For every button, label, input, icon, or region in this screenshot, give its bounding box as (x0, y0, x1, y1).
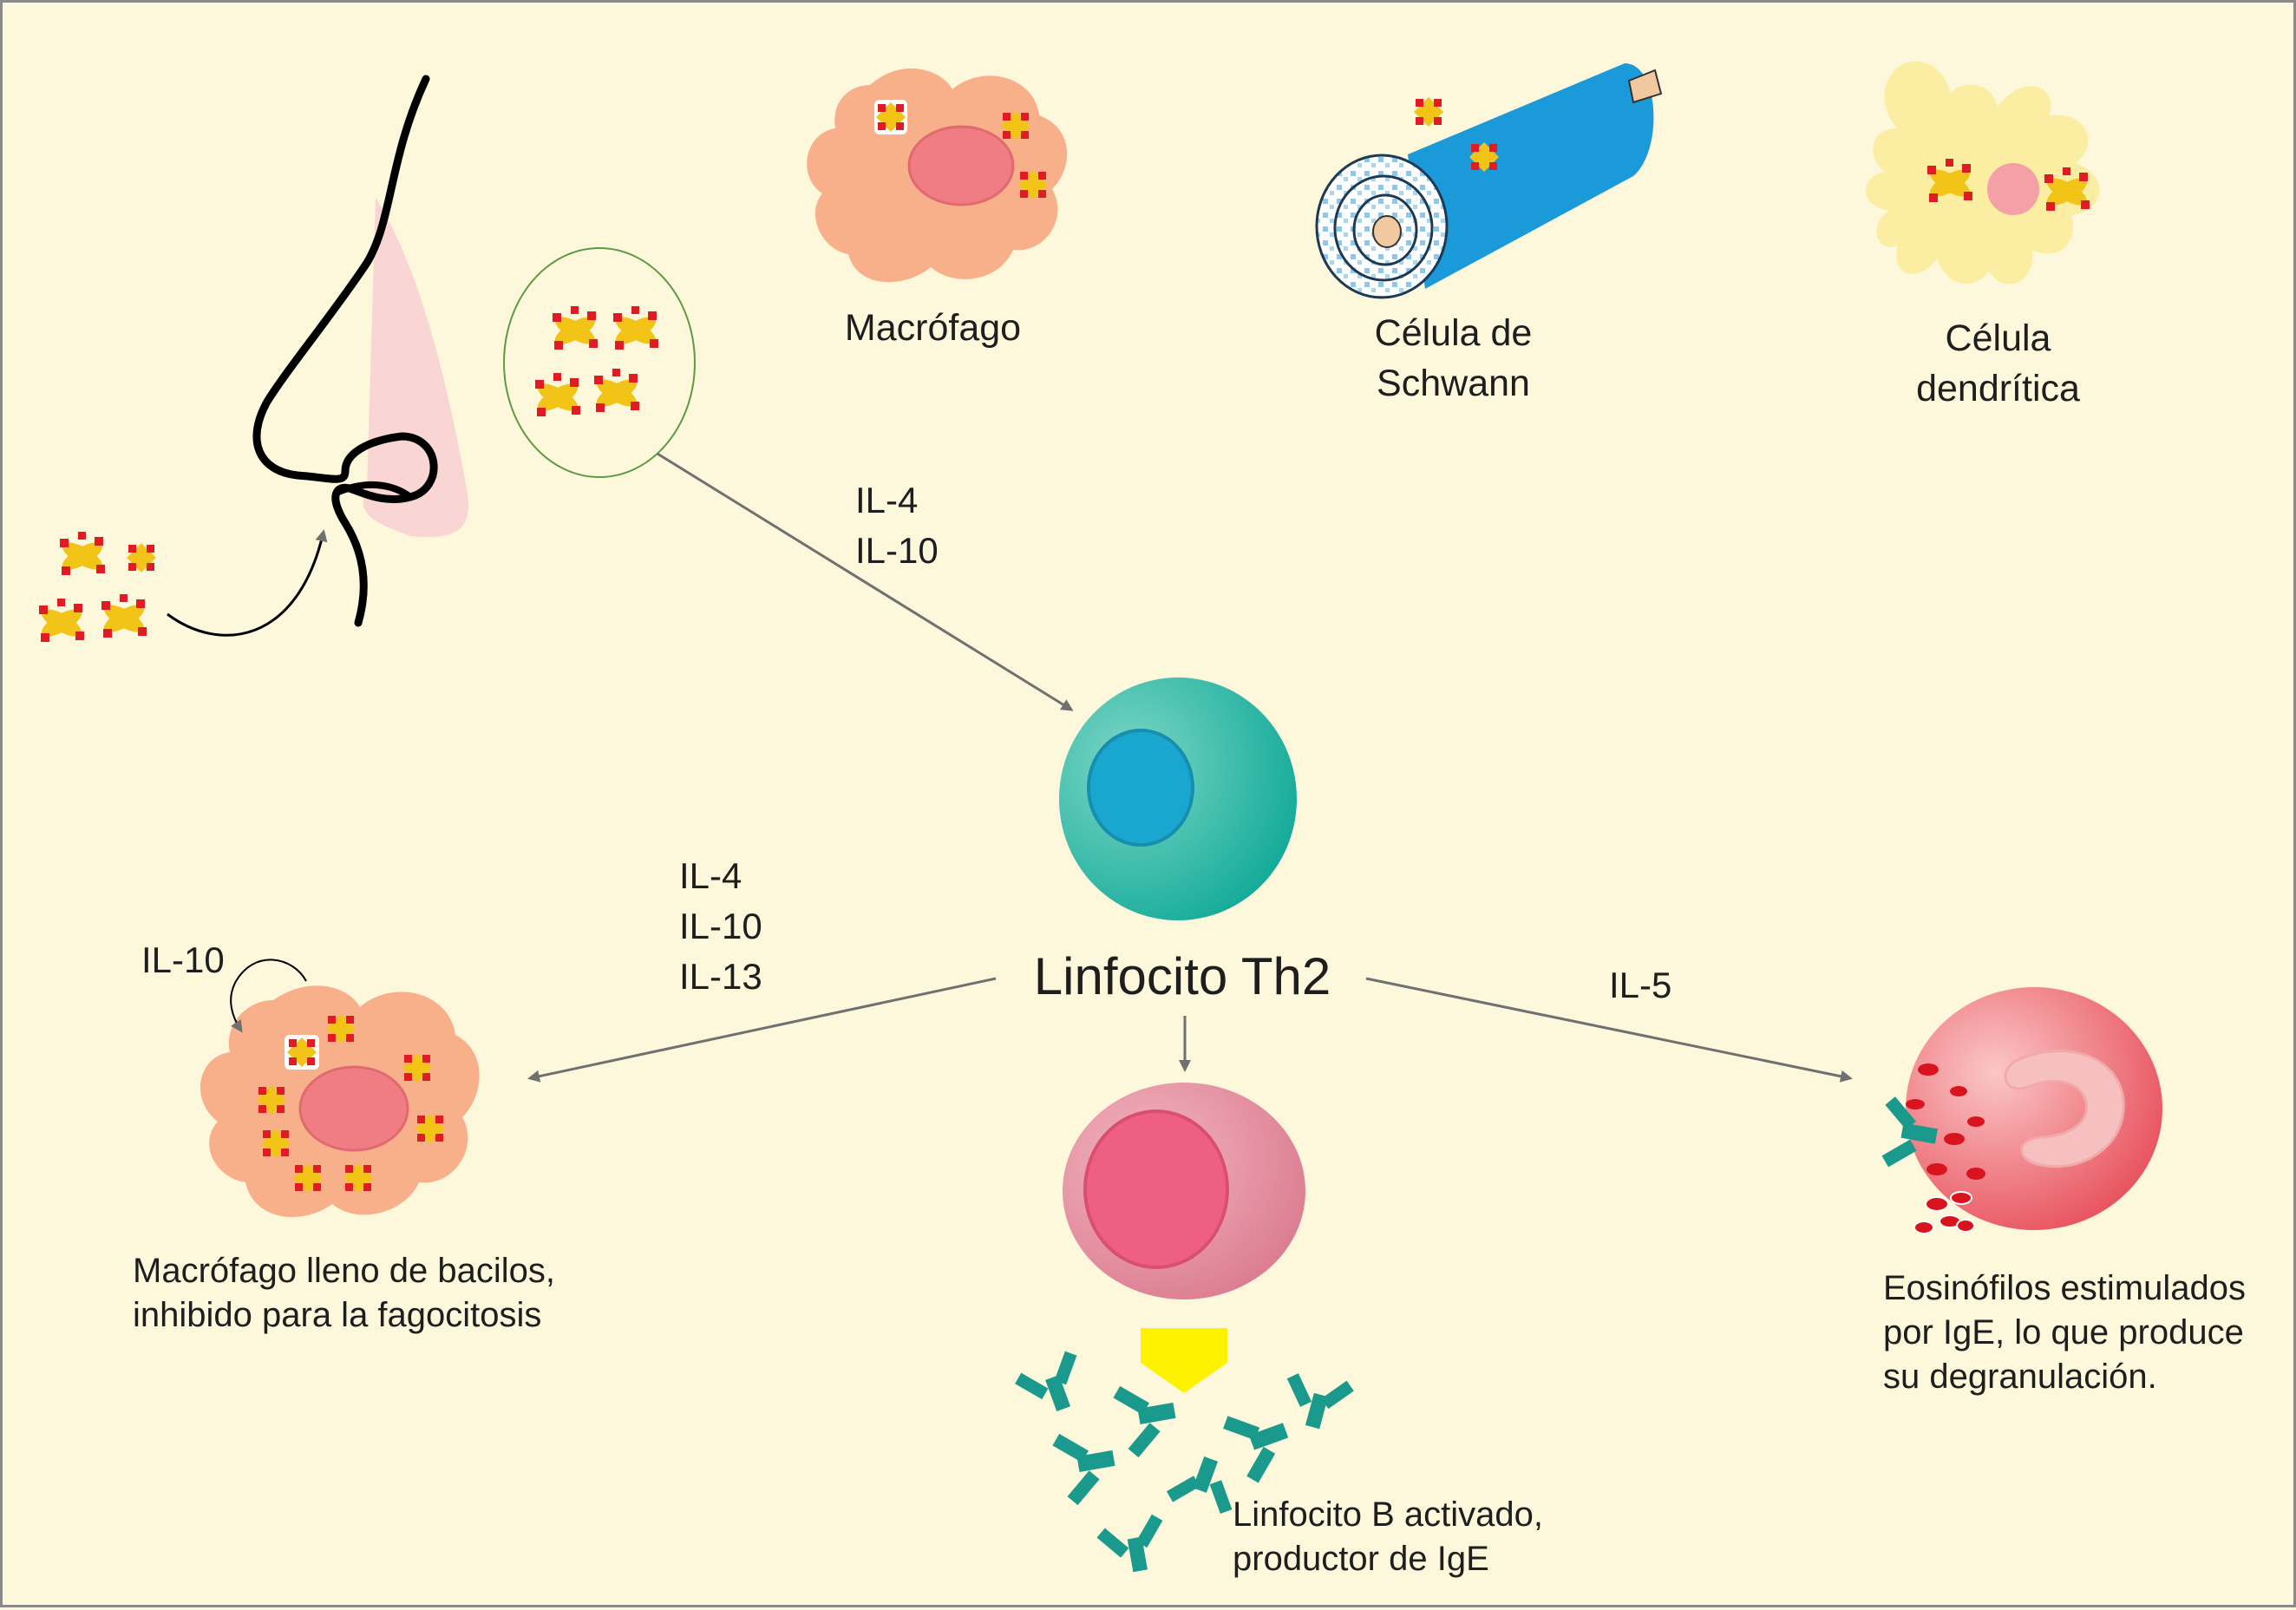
macrophage-label: Macrófago (844, 307, 1022, 349)
cytokine-left-il4: IL-4 (679, 855, 742, 896)
eosinophil-icon (1881, 987, 2162, 1234)
macrophage-caption-line1: Macrófago lleno de bacilos, (133, 1252, 555, 1290)
inhale-arrow (167, 529, 328, 637)
b-lymphocyte-icon (1063, 1083, 1305, 1299)
macrophage-full-icon (200, 985, 480, 1217)
bacilli-circle (503, 247, 696, 478)
th2-label: Linfocito Th2 (1033, 947, 1331, 1005)
arrow-to-eosinophil (1365, 977, 1853, 1083)
eosinophil-caption-line2: por IgE, lo que produce (1883, 1313, 2244, 1351)
macrophage-icon (807, 68, 1068, 283)
schwann-cell-icon (1315, 63, 1663, 299)
arrow-to-th2 (657, 452, 1074, 711)
macrophage-caption-line2: inhibido para la fagocitosis (133, 1296, 542, 1334)
schwann-label-line1: Célula de (1374, 312, 1533, 354)
cytokine-top-il10: IL-10 (855, 530, 939, 571)
cytokine-left-il13: IL-13 (679, 956, 762, 997)
arrow-to-macrophage (527, 977, 997, 1083)
diagram-art (37, 61, 2162, 1578)
nose-icon (252, 75, 469, 627)
bcell-caption-line2: productor de IgE (1233, 1540, 1489, 1578)
bcell-caption-line1: Linfocito B activado, (1233, 1495, 1543, 1534)
dendritic-cell-icon (1866, 61, 2100, 285)
dendritic-label-line1: Célula (1945, 317, 2051, 359)
cytokine-right-il5: IL-5 (1609, 965, 1672, 1005)
cytokine-autocrine-il10: IL-10 (141, 939, 225, 980)
cytokine-top-il4: IL-4 (855, 480, 919, 520)
th2-lymphocyte-icon (1059, 677, 1297, 920)
autocrine-arrow (230, 959, 307, 1033)
bacilli-icon (37, 532, 156, 642)
production-arrow-icon (1141, 1328, 1227, 1393)
eosinophil-caption-line1: Eosinófilos estimulados (1883, 1269, 2246, 1307)
schwann-label-line2: Schwann (1377, 363, 1530, 404)
dendritic-label-line2: dendrítica (1916, 368, 2080, 409)
eosinophil-caption-line3: su degranulación. (1883, 1358, 2157, 1396)
cytokine-left-il10: IL-10 (679, 906, 762, 946)
